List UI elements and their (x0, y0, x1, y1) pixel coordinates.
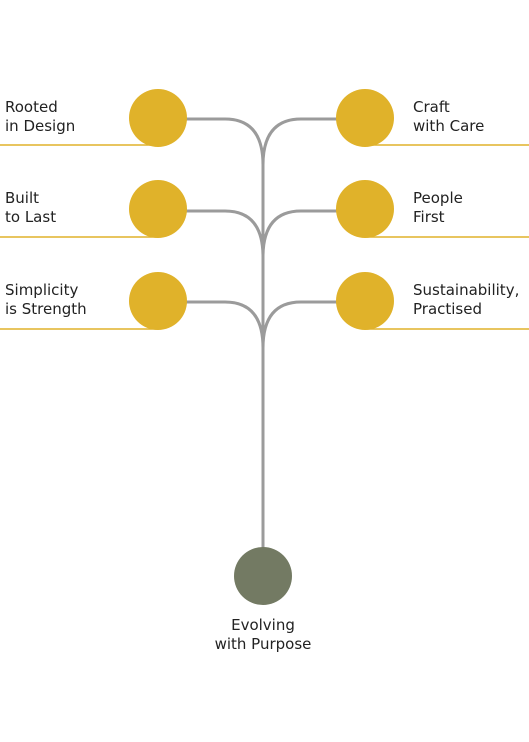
node-craft-with-care (336, 89, 394, 147)
label-line-2: in Design (5, 117, 76, 135)
label-built-to-last: Built to Last (5, 189, 56, 227)
node-evolving-with-purpose (234, 547, 292, 605)
label-sustainability-practised: Sustainability, Practised (413, 281, 519, 319)
branch-sustainability-practised (261, 300, 340, 349)
label-line-1: Simplicity (5, 281, 79, 299)
label-line-1: Rooted (5, 98, 58, 116)
label-line-1: Evolving (231, 616, 295, 634)
label-line-2: is Strength (5, 300, 87, 318)
label-line-2: with Purpose (214, 635, 312, 653)
node-people-first (336, 180, 394, 238)
branch-people-first (261, 209, 340, 258)
label-line-2: with Care (413, 117, 485, 135)
node-simplicity-is-strength (129, 272, 187, 330)
label-rooted-in-design: Rooted in Design (5, 98, 75, 136)
branch-rooted-in-design (186, 117, 265, 166)
label-craft-with-care: Craft with Care (413, 98, 484, 136)
node-sustainability-practised (336, 272, 394, 330)
label-line-1: Built (5, 189, 40, 207)
label-line-1: Craft (413, 98, 450, 116)
node-rooted-in-design (129, 89, 187, 147)
branch-craft-with-care (261, 117, 340, 166)
label-line-2: to Last (5, 208, 57, 226)
label-line-2: Practised (413, 300, 483, 318)
branch-simplicity-is-strength (186, 300, 265, 349)
label-people-first: People First (413, 189, 463, 227)
branch-built-to-last (186, 209, 265, 258)
label-line-1: Sustainability, (413, 281, 520, 299)
label-evolving-with-purpose: Evolving with Purpose (163, 616, 363, 654)
label-line-1: People (413, 189, 463, 207)
node-built-to-last (129, 180, 187, 238)
label-simplicity-is-strength: Simplicity is Strength (5, 281, 87, 319)
label-line-2: First (413, 208, 445, 226)
